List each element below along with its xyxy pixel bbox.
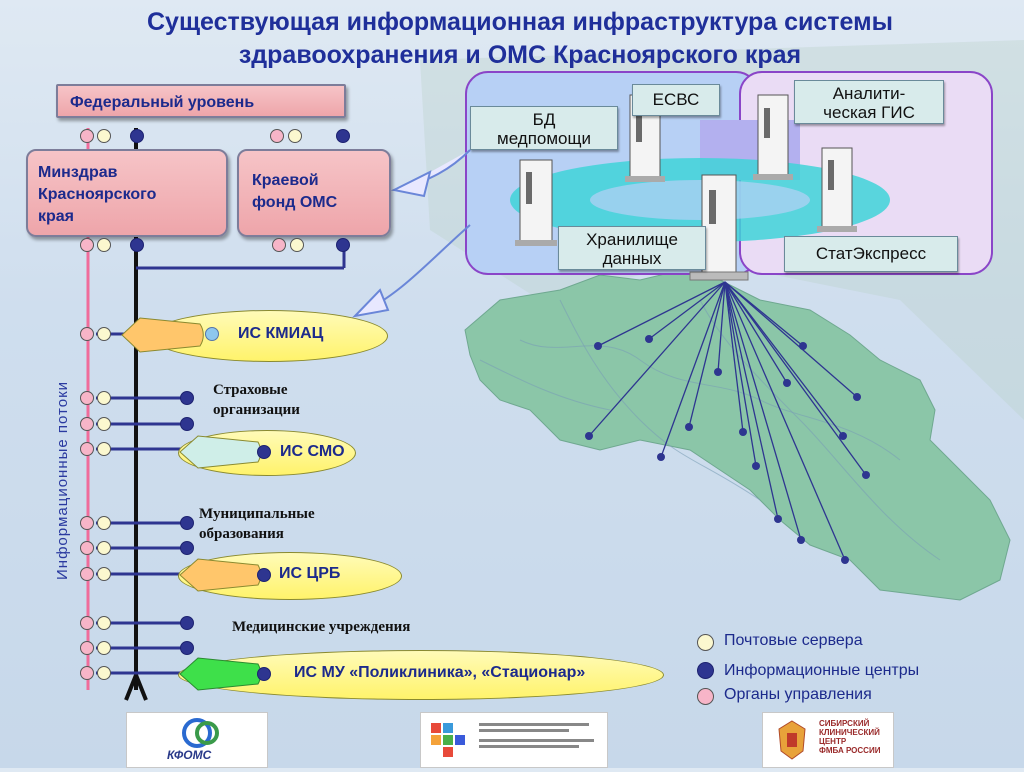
governance-dot	[80, 238, 94, 252]
info-center-dot	[180, 616, 194, 630]
page-title: Существующая информационная инфраструкту…	[60, 6, 980, 72]
governance-dot	[80, 442, 94, 456]
mu-dot	[257, 667, 271, 681]
mail-server-dot	[97, 567, 111, 581]
info-center-dot	[130, 129, 144, 143]
governance-dot	[80, 516, 94, 530]
info-center-dot	[130, 238, 144, 252]
legend-governance-label: Органы управления	[724, 686, 872, 703]
info-center-dot	[180, 516, 194, 530]
legend-centers-label: Информационные центры	[724, 662, 920, 679]
info-center-dot	[180, 641, 194, 655]
smo-label: ИС СМО	[280, 443, 345, 460]
bd-medpomoshi-box: БД медпомощи	[470, 106, 618, 150]
federal-level-label: Федеральный уровень	[70, 94, 255, 111]
info-center-dot	[336, 129, 350, 143]
kfoms-logo-text: КФОМС	[167, 748, 212, 762]
info-center-dot	[180, 417, 194, 431]
smo-dot	[257, 445, 271, 459]
mail-server-dot	[97, 616, 111, 630]
mail-server-dot	[97, 417, 111, 431]
insurance-line-2: организации	[213, 402, 300, 418]
gis-line-1: Аналити-	[832, 84, 906, 103]
governance-dot	[80, 417, 94, 431]
smo-sector	[179, 435, 262, 469]
title-line-1: Существующая информационная инфраструкту…	[147, 8, 893, 36]
info-flows-label: Информационные потоки	[54, 380, 71, 580]
mail-server-dot	[97, 327, 111, 341]
mail-server-dot	[97, 516, 111, 530]
title-line-2: здравоохранения и ОМС Красноярского края	[238, 41, 802, 69]
connection-lines	[588, 281, 867, 561]
kmiac-dot	[205, 327, 219, 341]
municipal-line-2: образования	[199, 526, 284, 542]
mail-server-dot	[97, 129, 111, 143]
map-points	[585, 335, 870, 564]
ministry-logo	[420, 712, 608, 768]
kmiac-sector	[121, 317, 204, 353]
minzdrav-line-1: Минздрав	[38, 164, 118, 181]
statexpress-box: СтатЭкспресс	[784, 236, 958, 272]
governance-dot	[270, 129, 284, 143]
storage-box: Хранилище данных	[558, 226, 706, 270]
bd-line-1: БД	[532, 110, 556, 129]
governance-dot	[80, 641, 94, 655]
governance-dot	[272, 238, 286, 252]
governance-dot	[80, 567, 94, 581]
crb-label: ИС ЦРБ	[279, 565, 341, 582]
federal-level-box: Федеральный уровень	[56, 84, 346, 118]
legend-mail-dot	[697, 634, 714, 651]
kfoms-line-2: фонд ОМС	[252, 194, 338, 211]
governance-dot	[80, 616, 94, 630]
esvs-box: ЕСВС	[632, 84, 720, 116]
legend-governance-dot	[697, 688, 714, 705]
governance-dot	[80, 666, 94, 680]
bd-line-2: медпомощи	[497, 129, 591, 148]
medical-label: Медицинские учреждения	[232, 619, 411, 635]
minzdrav-line-3: края	[38, 208, 75, 225]
gis-line-2: ческая ГИС	[823, 103, 915, 122]
mail-server-dot	[97, 666, 111, 680]
mu-label: ИС МУ «Поликлиника», «Стационар»	[294, 664, 586, 681]
kfoms-logo: КФОМС	[126, 712, 268, 768]
kfoms-line-1: Краевой	[252, 172, 319, 189]
governance-dot	[80, 391, 94, 405]
governance-dot	[80, 327, 94, 341]
minzdrav-line-2: Красноярского	[38, 186, 157, 203]
sibclinic-text: СИБИРСКИЙ КЛИНИЧЕСКИЙ ЦЕНТР ФМБА РОССИИ	[819, 719, 880, 755]
sibclinic-line-4: ФМБА РОССИИ	[819, 746, 881, 755]
governance-dot	[80, 129, 94, 143]
info-center-dot	[180, 391, 194, 405]
sibclinic-line-1: СИБИРСКИЙ	[819, 719, 870, 728]
info-center-dot	[180, 541, 194, 555]
legend-mail-label: Почтовые сервера	[724, 632, 863, 649]
mail-server-dot	[290, 238, 304, 252]
mail-server-dot	[97, 442, 111, 456]
legend-centers-dot	[697, 662, 714, 679]
mail-server-dot	[97, 541, 111, 555]
insurance-label: Страховые организации	[213, 380, 300, 420]
kfoms-box: Краевой фонд ОМС	[237, 149, 391, 237]
gis-box: Аналити- ческая ГИС	[794, 80, 944, 124]
mail-server-dot	[288, 129, 302, 143]
sibclinic-logo: СИБИРСКИЙ КЛИНИЧЕСКИЙ ЦЕНТР ФМБА РОССИИ	[762, 712, 894, 768]
info-center-dot	[336, 238, 350, 252]
municipal-label: Муниципальные образования	[199, 504, 315, 544]
municipal-line-1: Муниципальные	[199, 506, 315, 522]
storage-line-2: данных	[602, 249, 662, 268]
crb-sector	[179, 558, 262, 592]
mu-sector	[179, 657, 262, 691]
governance-dot	[80, 541, 94, 555]
kmiac-label: ИС КМИАЦ	[238, 325, 324, 342]
crb-dot	[257, 568, 271, 582]
storage-line-1: Хранилище	[586, 230, 678, 249]
insurance-line-1: Страховые	[213, 382, 288, 398]
sibclinic-line-2: КЛИНИЧЕСКИЙ	[819, 728, 880, 737]
mail-server-dot	[97, 391, 111, 405]
sibclinic-line-3: ЦЕНТР	[819, 737, 847, 746]
minzdrav-box: Минздрав Красноярского края	[26, 149, 228, 237]
mail-server-dot	[97, 238, 111, 252]
mail-server-dot	[97, 641, 111, 655]
